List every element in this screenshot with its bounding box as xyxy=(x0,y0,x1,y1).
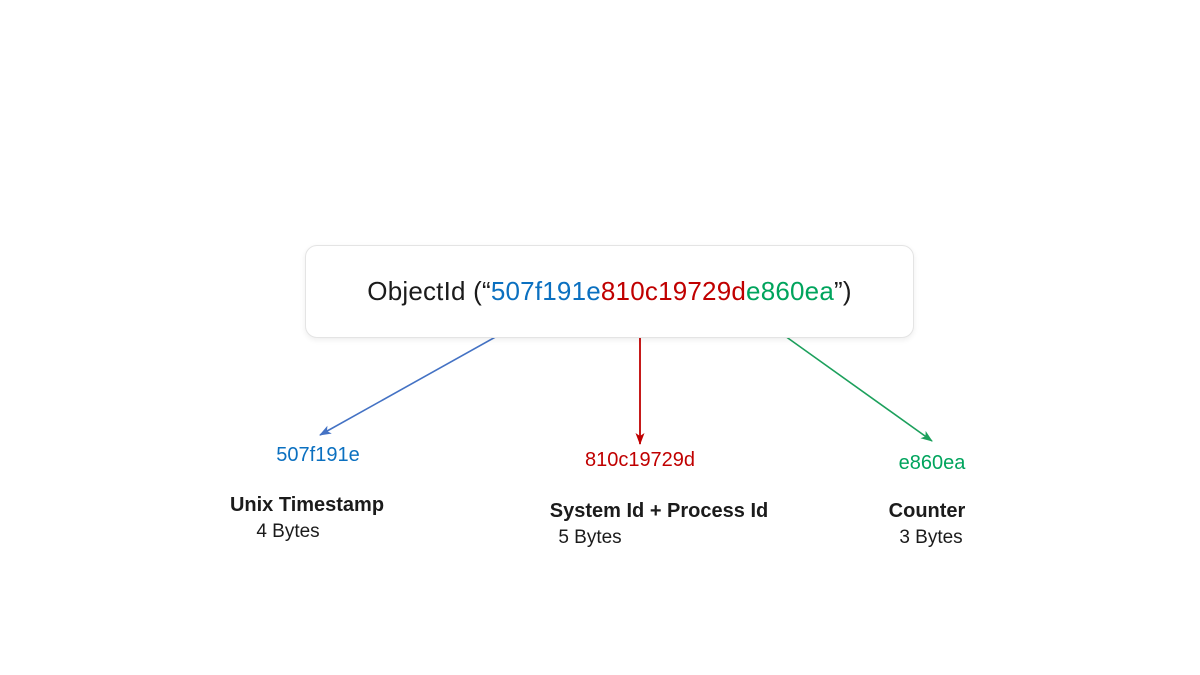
machine-hex-label: 810c19729d xyxy=(584,449,696,471)
counter-bytes: 3 Bytes xyxy=(899,527,963,548)
objectid-suffix: ”) xyxy=(834,276,852,306)
counter-hex-label: e860ea xyxy=(898,452,966,474)
machine-bytes: 5 Bytes xyxy=(558,527,622,548)
timestamp-bytes: 4 Bytes xyxy=(256,521,320,542)
timestamp-hex-inline: 507f191e xyxy=(490,276,601,306)
machine-title: System Id + Process Id xyxy=(549,500,769,522)
counter-title: Counter xyxy=(888,500,966,522)
counter-hex-inline: e860ea xyxy=(746,276,834,306)
objectid-prefix: ObjectId (“ xyxy=(367,276,491,306)
timestamp-title: Unix Timestamp xyxy=(229,494,385,516)
timestamp-hex-label: 507f191e xyxy=(276,444,360,466)
machine-hex-inline: 810c19729d xyxy=(600,276,747,306)
